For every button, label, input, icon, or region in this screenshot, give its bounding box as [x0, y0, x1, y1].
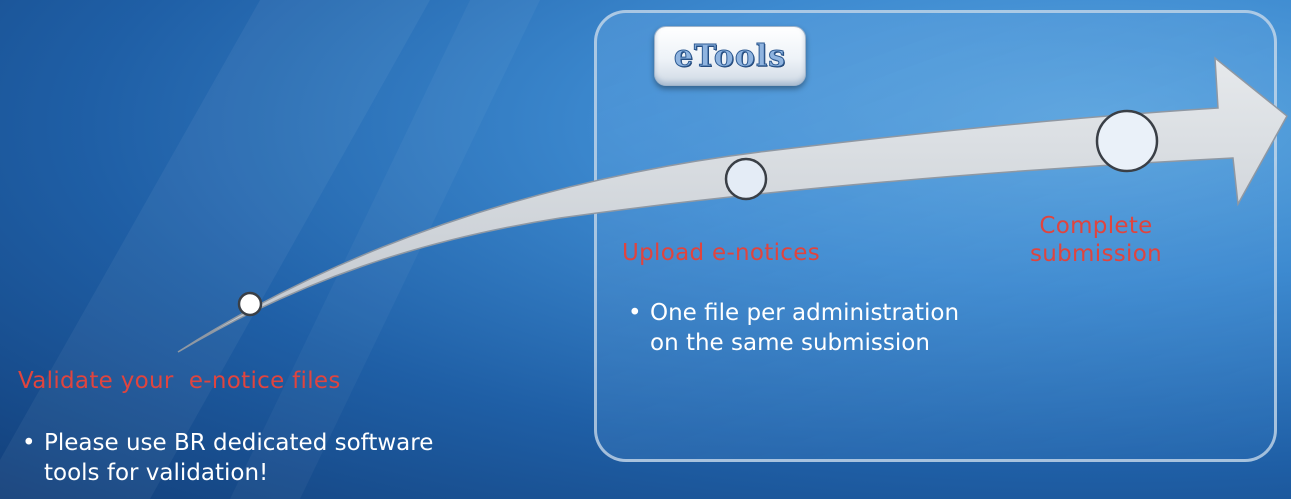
bullet-dot-icon: • [628, 300, 642, 326]
step-marker-validate [237, 291, 263, 317]
step-marker-upload [724, 157, 768, 201]
step-bullet-validate-text: Please use BR dedicated software tools f… [44, 430, 434, 486]
bullet-dot-icon: • [22, 430, 36, 456]
step-marker-complete [1095, 109, 1159, 173]
etools-logo: eTools [654, 26, 806, 86]
step-bullet-upload: • One file per administration on the same… [626, 298, 980, 358]
etools-logo-text: eTools [673, 38, 787, 74]
step-bullet-upload-text: One file per administration on the same … [650, 300, 960, 356]
step-bullet-validate: • Please use BR dedicated software tools … [20, 428, 484, 488]
process-arrow [177, 56, 1288, 353]
step-title-complete: Complete submission [1030, 213, 1162, 267]
step-title-validate: Validate your e-notice files [18, 368, 341, 394]
step-title-upload: Upload e-notices [622, 240, 820, 266]
